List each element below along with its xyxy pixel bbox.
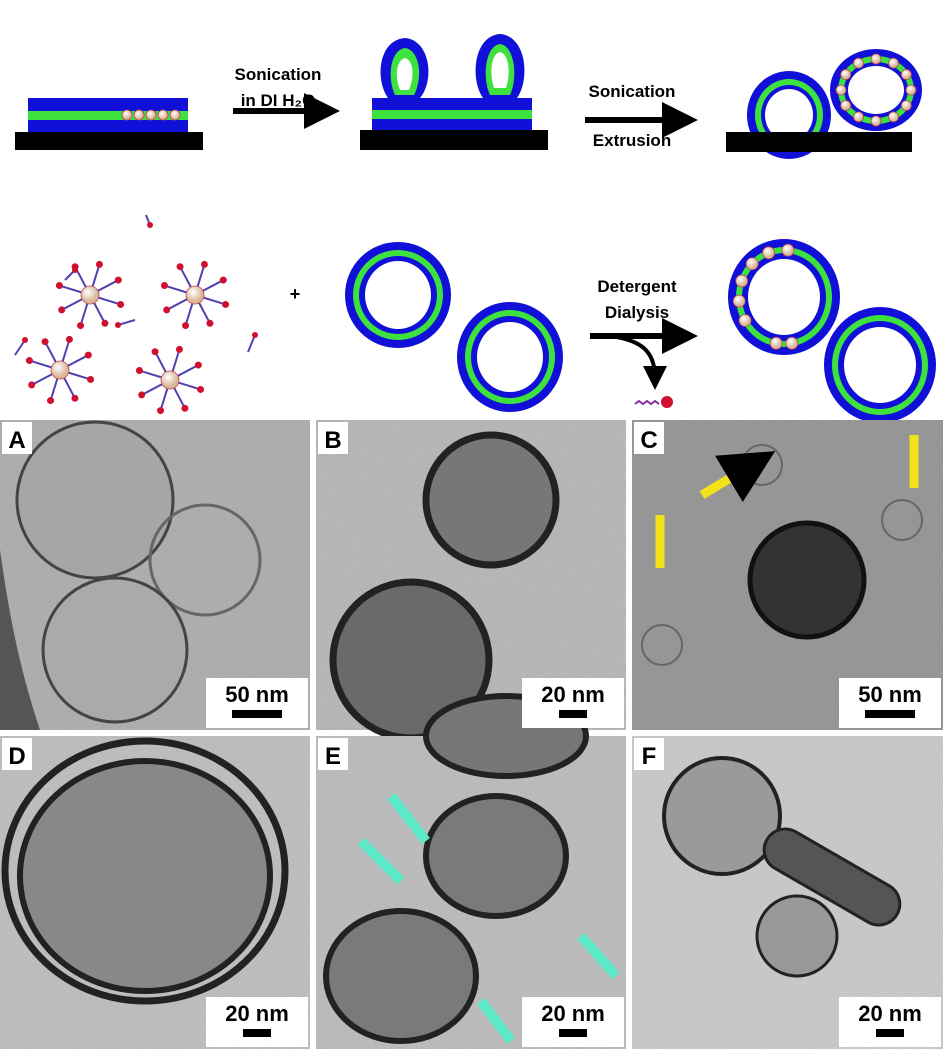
nanoparticle (762, 246, 776, 260)
scale-bar-box (839, 997, 941, 1047)
nanoparticle (900, 69, 912, 80)
label-sonication: Sonication (235, 65, 322, 84)
panel-letter: C (640, 427, 657, 454)
panel-letter-bg (634, 422, 664, 454)
arrow-cyan (577, 932, 620, 980)
nanoparticle (905, 84, 917, 96)
plus-sign: + (290, 284, 301, 304)
arrow-yellow (699, 451, 776, 503)
arrow-cyan (387, 792, 430, 845)
panel-letter-bg (2, 738, 32, 770)
scale-bar (865, 710, 915, 718)
free-detergent (64, 267, 78, 281)
panel-letter: E (325, 743, 341, 770)
micelle (25, 335, 95, 405)
nanoparticle (738, 314, 752, 327)
nanoparticle (732, 294, 746, 308)
arrow-detergent-dialysis (590, 318, 698, 408)
scale-bar-box (839, 678, 941, 728)
nanoparticle (50, 360, 70, 380)
nanoparticle (133, 109, 145, 121)
nanoparticle (121, 109, 133, 121)
panel-letter-bg (318, 738, 348, 770)
panel-f (632, 736, 943, 1049)
schematic-row-1: Sonication in DI H₂O Sonication Extrusio… (15, 34, 922, 159)
free-detergent (115, 319, 136, 328)
label-detergent: Detergent (597, 277, 677, 296)
micelle (160, 260, 230, 330)
scale-bar-box (206, 678, 308, 728)
nanoparticle (781, 243, 795, 257)
panel-letter: A (8, 427, 25, 454)
nanoparticle (769, 336, 783, 350)
scale-bar-box (522, 997, 624, 1047)
panel-letter-bg (318, 422, 348, 454)
free-detergent (145, 214, 153, 228)
nanoparticle (785, 336, 799, 350)
substrate-budding (360, 34, 548, 150)
label-sonication-2: Sonication (589, 82, 676, 101)
label-extrusion: Extrusion (593, 131, 671, 150)
released-vesicles (726, 49, 922, 159)
empty-vesicles (345, 242, 563, 412)
nanoparticle (853, 111, 864, 123)
scale-bar-label: 20 nm (541, 682, 605, 707)
arrow-cyan (357, 837, 405, 885)
scale-bar (876, 1029, 904, 1037)
panel-labels: A 50 nm B 20 nm C 50 nm D 20 nm E 20 nm F 20 nm (2, 422, 941, 1047)
scale-bar (559, 1029, 587, 1037)
panel-letter: D (8, 743, 25, 770)
free-detergent (247, 332, 258, 353)
substrate-initial (15, 98, 203, 150)
label-in-di-water: in DI H₂O (241, 91, 316, 110)
scale-bar-label: 20 nm (225, 1001, 289, 1026)
nanoparticle (735, 274, 749, 288)
loaded-vesicles (728, 239, 936, 423)
nanoparticle (853, 57, 864, 69)
scale-bar (559, 710, 587, 718)
panel-letter-bg (2, 422, 32, 454)
panel-e (316, 693, 626, 1049)
micrograph-panels (0, 420, 943, 1049)
panel-letter: F (642, 743, 657, 770)
nanoparticle (870, 53, 882, 65)
nanoparticle (160, 370, 180, 390)
nanoparticle-detergent-micelles (14, 214, 258, 415)
nanoparticle (900, 100, 912, 111)
scale-bar-label: 50 nm (858, 682, 922, 707)
panel-b (316, 420, 626, 742)
scale-bar-box (206, 997, 308, 1047)
scale-bar-label: 20 nm (541, 1001, 605, 1026)
scale-bar-box (522, 678, 624, 728)
nanoparticle (835, 84, 847, 96)
scale-bar-label: 50 nm (225, 682, 289, 707)
arrow-cyan (477, 998, 515, 1044)
scale-bar-label: 20 nm (858, 1001, 922, 1026)
label-dialysis: Dialysis (605, 303, 669, 322)
panel-letter-bg (634, 738, 664, 770)
nanoparticle (157, 109, 169, 121)
scale-bar (243, 1029, 271, 1037)
nanoparticle (870, 115, 882, 127)
panel-d (0, 736, 310, 1049)
nanoparticle (888, 111, 899, 123)
free-detergent (14, 337, 28, 356)
nanoparticle (745, 257, 759, 271)
schematic-row-2: + Detergent Dialysis (14, 214, 936, 423)
nanoparticle (840, 69, 852, 80)
micelle (135, 345, 205, 415)
nanoparticle (888, 57, 899, 69)
nanoparticle (145, 109, 157, 121)
nanoparticle (169, 109, 181, 121)
scale-bar (232, 710, 282, 718)
nanoparticle (80, 285, 100, 305)
micelle (55, 260, 125, 330)
nanoparticle (185, 285, 205, 305)
panel-letter: B (324, 427, 341, 454)
nanoparticle (840, 100, 852, 111)
